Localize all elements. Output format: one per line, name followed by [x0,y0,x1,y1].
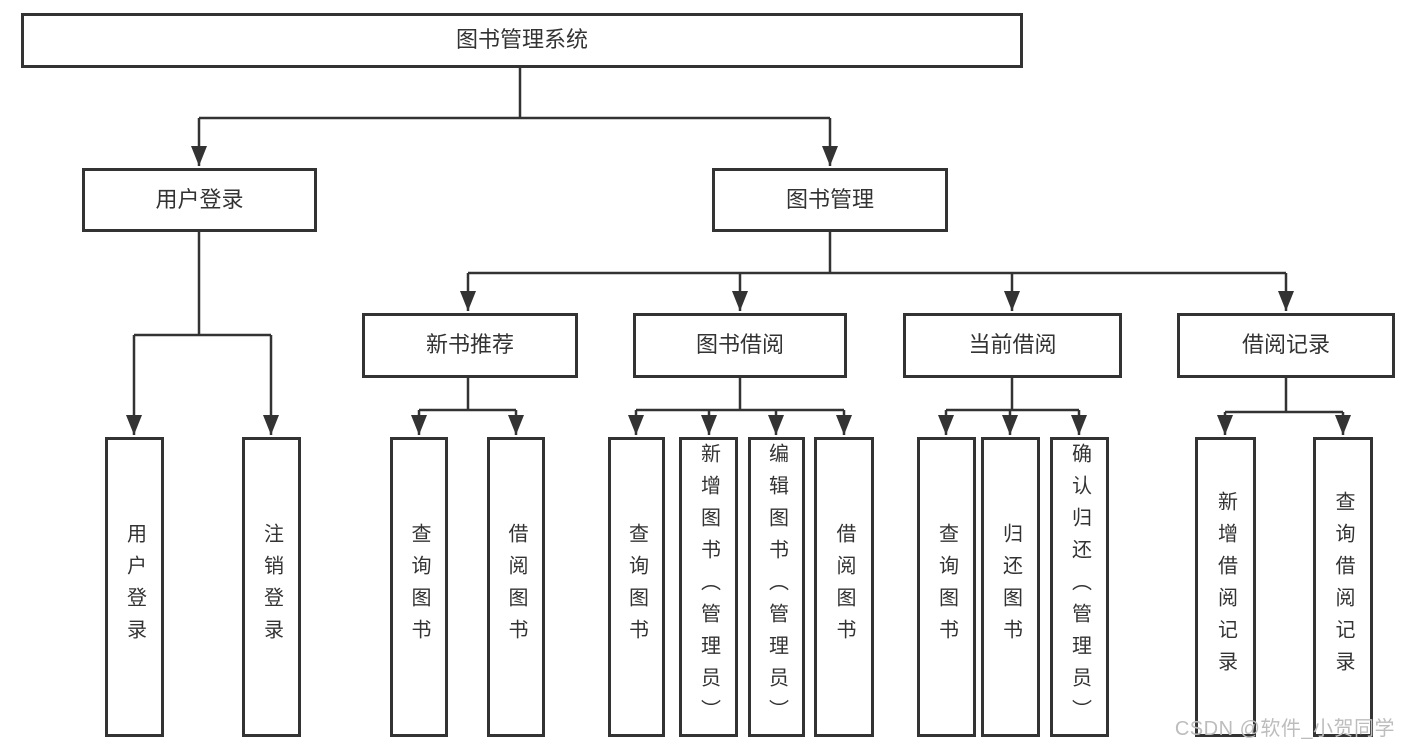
watermark: CSDN @软件_小贺同学 [1174,718,1395,740]
node-leaf-query-books-1: 查询图书 [390,437,448,737]
node-leaf-user-login: 用户登录 [105,437,164,737]
node-leaf-edit-book-admin: 编辑图书（管理员） [748,437,805,737]
tree-arrowheads [126,118,1352,435]
node-user-login: 用户登录 [82,168,317,232]
node-book-borrow: 图书借阅 [633,313,847,378]
node-current-borrow: 当前借阅 [903,313,1122,378]
node-leaf-logout: 注销登录 [242,437,301,737]
node-borrow-records: 借阅记录 [1177,313,1395,378]
node-leaf-confirm-return-admin: 确认归还（管理员） [1050,437,1109,737]
node-leaf-borrow-books-2: 借阅图书 [814,437,874,737]
node-leaf-query-books-2: 查询图书 [608,437,665,737]
node-leaf-add-book-admin: 新增图书（管理员） [679,437,738,737]
node-leaf-borrow-books-1: 借阅图书 [487,437,545,737]
node-new-book-recommend: 新书推荐 [362,313,578,378]
node-leaf-query-books-3: 查询图书 [917,437,976,737]
node-book-management: 图书管理 [712,168,948,232]
node-library-management-system: 图书管理系统 [21,13,1023,68]
node-leaf-return-book: 归还图书 [981,437,1040,737]
node-leaf-query-borrow-record: 查询借阅记录 [1313,437,1373,737]
node-leaf-add-borrow-record: 新增借阅记录 [1195,437,1256,737]
